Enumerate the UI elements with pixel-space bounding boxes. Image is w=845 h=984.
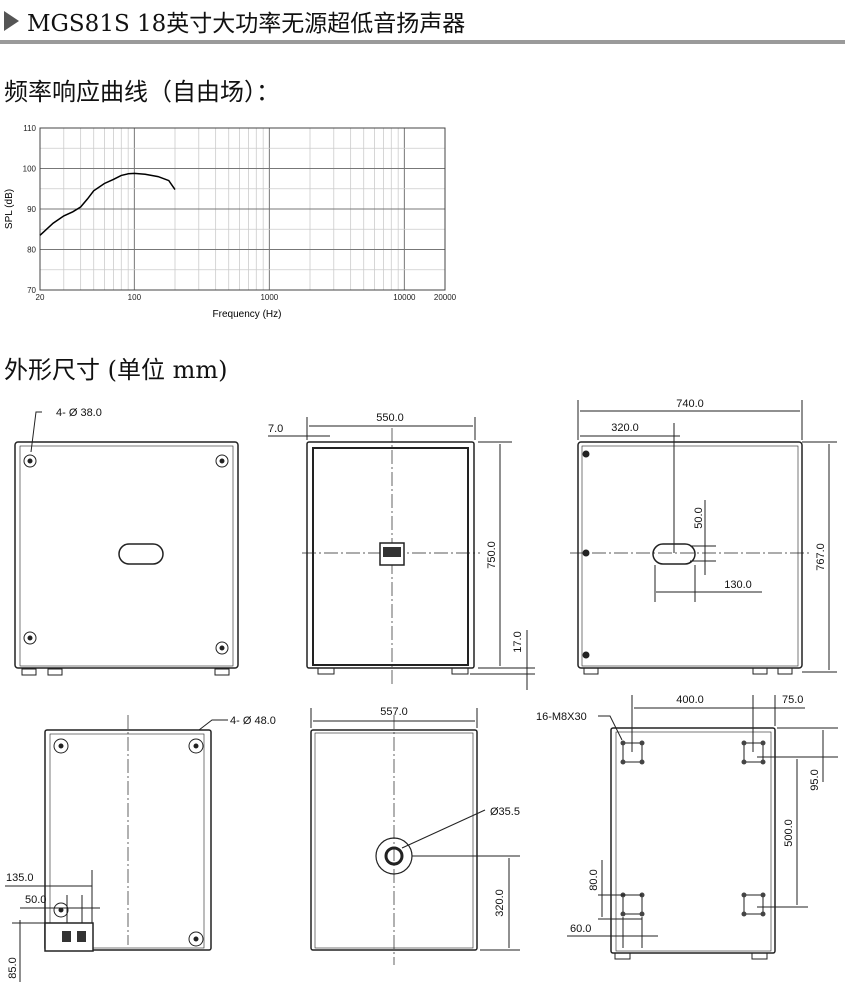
- x-tick-label: 20000: [434, 293, 457, 302]
- dim-rig-75: 75.0: [782, 694, 803, 706]
- dim-handle-width: 130.0: [724, 579, 752, 591]
- title-divider: [0, 40, 845, 44]
- section-heading-response: 频率响应曲线（自由场）：: [4, 78, 280, 106]
- view-front: 550.0 7.0 750.0 17.0: [268, 412, 535, 690]
- view-rear: 4- Ø 48.0 135.0 50.0 85.0: [5, 715, 276, 982]
- view-top-rigging: 16-M8X30 400.0 75.0 95.0 500.0 80.0 60.0: [536, 694, 838, 960]
- dim-pole-socket: Ø35.5: [490, 806, 520, 818]
- rigging-points-icon: [620, 740, 766, 917]
- speakon-connector-icon: [77, 931, 86, 942]
- y-tick-label: 90: [27, 205, 36, 214]
- x-tick-label: 1000: [260, 293, 278, 302]
- title-text: MGS81S 18英寸大功率无源超低音扬声器: [27, 11, 466, 37]
- x-tick-label: 20: [36, 293, 45, 302]
- dim-rig-80: 80.0: [588, 869, 600, 890]
- triangle-bullet-icon: [4, 11, 19, 31]
- dim-feet-height: 17.0: [512, 631, 524, 652]
- series-line-spl: [39, 172, 176, 236]
- handle-icon: [118, 543, 164, 565]
- x-tick-label: 10000: [393, 293, 416, 302]
- dim-pole-height: 320.0: [494, 889, 506, 917]
- dim-rig-95: 95.0: [809, 769, 821, 790]
- dim-panel-135: 135.0: [6, 872, 34, 884]
- dimension-drawings: 4- Ø 38.0 550.0 7.0 750.0 17.0 740.0 320…: [5, 398, 838, 982]
- x-tick-label: 100: [128, 293, 142, 302]
- y-axis-label: SPL (dB): [4, 189, 15, 229]
- dim-panel-85: 85.0: [7, 957, 19, 978]
- dim-rigging: 16-M8X30: [536, 711, 587, 723]
- speakon-connector-icon: [62, 931, 71, 942]
- y-tick-label: 100: [23, 165, 37, 174]
- dim-handle-offset: 320.0: [611, 422, 639, 434]
- dim-rig-400: 400.0: [676, 694, 704, 706]
- dim-width-front: 550.0: [376, 412, 404, 424]
- dim-height-front: 750.0: [486, 541, 498, 569]
- dim-panel-50: 50.0: [25, 894, 46, 906]
- plot-frame: [39, 127, 446, 291]
- x-axis-label: Frequency (Hz): [213, 309, 282, 320]
- dim-width-bottom: 557.0: [380, 706, 408, 718]
- dim-holes-top: 4- Ø 38.0: [56, 407, 102, 419]
- frequency-response-chart: 20 100 1000 10000 20000 70 80 90 100 110 Frequenc…: [4, 124, 457, 320]
- y-tick-label: 70: [27, 286, 36, 295]
- y-tick-label: 80: [27, 246, 36, 255]
- dim-rig-500: 500.0: [783, 819, 795, 847]
- view-bottom-pole: 557.0 Ø35.5 320.0: [310, 706, 520, 965]
- dim-rig-60: 60.0: [570, 923, 591, 935]
- view-side-left: 4- Ø 38.0: [14, 407, 239, 676]
- y-tick-label: 110: [23, 124, 36, 133]
- dim-height-side: 767.0: [815, 543, 827, 571]
- dim-holes-rear: 4- Ø 48.0: [230, 715, 276, 727]
- view-side-right: 740.0 320.0 50.0 130.0 767.0: [570, 398, 837, 675]
- section-heading-dimensions: 外形尺寸 (单位 mm): [4, 356, 228, 384]
- dim-offset-front: 7.0: [268, 423, 283, 435]
- page-title: MGS81S 18英寸大功率无源超低音扬声器: [4, 4, 465, 38]
- dim-depth-side: 740.0: [676, 398, 704, 410]
- handle-hole-38-icon: [23, 454, 229, 655]
- dim-handle-height: 50.0: [693, 507, 705, 528]
